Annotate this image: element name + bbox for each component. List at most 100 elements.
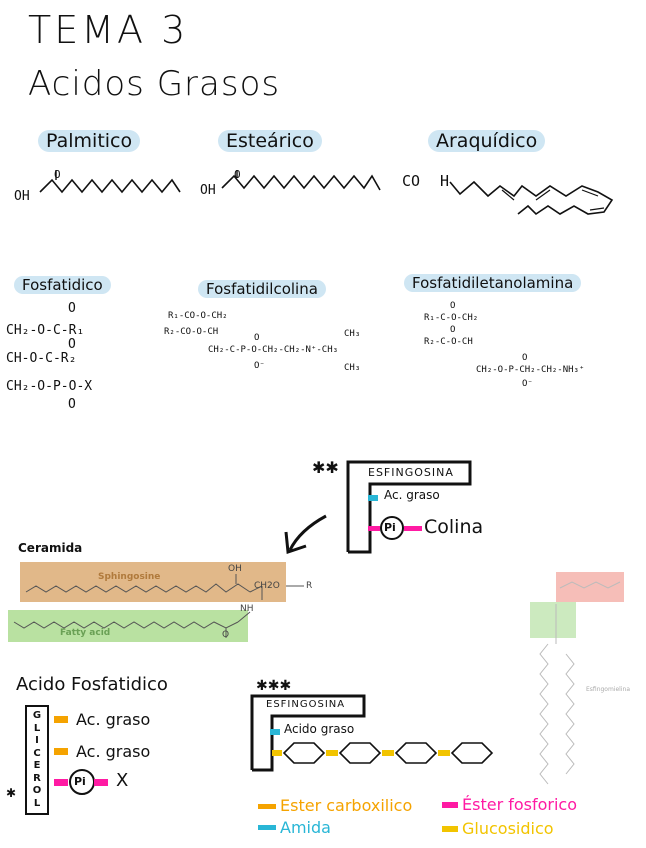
fosfatidilcolina-methyl-2: CH₃ — [344, 363, 361, 373]
fosfatidilcolina-line-2: R₂-CO-O-CH — [164, 327, 219, 337]
glicerol-letter: E — [33, 760, 41, 771]
amide-bond-mark — [368, 495, 378, 501]
af-pi: Pi — [74, 775, 86, 788]
esfingosina-frame — [346, 460, 472, 554]
fosfatidiletanolamina-o-minus: O⁻ — [522, 379, 533, 389]
fosfatidico-line-3: CH₂-O-P-O-X — [6, 379, 93, 394]
fosfatidico-title: Fosfatidico — [14, 276, 111, 294]
araquidico-co: CO — [402, 172, 421, 190]
glycosidic-mark-1 — [326, 750, 338, 756]
fosfatidilcolina-title: Fosfatidilcolina — [198, 280, 326, 298]
esfingomielina-label: Esfingomielina — [586, 686, 630, 693]
legend-swatch-amida — [258, 825, 276, 830]
glicerol-letter: L — [33, 797, 41, 809]
fosfatidilcolina-label: Fosfatidilcolina — [198, 280, 326, 298]
phosphoester-mark-4 — [94, 779, 108, 786]
sphingosine-region — [20, 562, 286, 602]
araquidico-label: Araquídico — [428, 130, 546, 152]
fosfatidilcolina-o-top: O — [254, 333, 260, 343]
ceramida-oh: OH — [228, 564, 242, 574]
sugar-ring-3 — [394, 742, 438, 764]
fosfatidiletanolamina-o-top: O — [522, 353, 528, 363]
fosfatidico-o-mid: O — [68, 337, 76, 352]
page-title: TEMA 3 — [28, 8, 189, 52]
fatty-acid-label: Fatty acid — [60, 628, 111, 638]
estearico-chain — [221, 174, 381, 191]
ceramida-title: Ceramida — [18, 541, 83, 555]
sugar-ring-4 — [450, 742, 494, 764]
sugar-chain — [282, 742, 494, 764]
sphingosine-label: Sphingosine — [98, 572, 161, 582]
fosfatidico-line-1: CH₂-O-C-R₁ — [6, 323, 85, 338]
fosfatidiletanolamina-line-2: R₂-C-O-CH — [424, 337, 473, 347]
glicerol-letter: O — [32, 785, 42, 796]
fosfatidiletanolamina-o-2: O — [450, 325, 456, 335]
ceramida-ch2o: CH2O — [254, 581, 280, 591]
glycosidic-mark-0 — [272, 750, 282, 756]
af-star: ✱ — [6, 786, 17, 800]
glucolipid-marks: ✱✱✱ — [256, 678, 292, 694]
fosfatidico-label: Fosfatidico — [14, 276, 111, 294]
fatty-acid-name-araquidico: Araquídico — [428, 130, 546, 152]
sugar-ring-2 — [338, 742, 382, 764]
palmitico-chain — [39, 178, 181, 194]
acido-fosfatidico-title: Acido Fosfatidico — [16, 674, 168, 695]
phosphoester-mark-2 — [404, 526, 422, 531]
fatty-acid-chain — [13, 621, 239, 629]
legend-glucosidico: Glucosidico — [462, 819, 554, 838]
af-x: X — [116, 770, 129, 791]
pi-circle-1 — [380, 516, 404, 540]
esfingosina-title: ESFINGOSINA — [368, 466, 454, 479]
page-subtitle: Acidos Grasos — [28, 64, 281, 104]
araquidico-h: H — [440, 172, 450, 190]
fosfatidico-o-bottom: O — [68, 397, 76, 412]
af-ac-graso-2: Ac. graso — [76, 742, 151, 761]
fosfatidiletanolamina-line-3: CH₂-O-P-CH₂-CH₂-NH₃⁺ — [476, 365, 585, 375]
amide-bond-mark-2 — [270, 729, 280, 735]
glicerol-letter: G — [32, 710, 42, 721]
estearico-label: Esteárico — [218, 130, 322, 152]
glicerol-letters: G L I C E R O L — [31, 710, 43, 810]
phosphoester-mark-3 — [54, 779, 68, 786]
fosfatidico-line-2: CH-O-C-R₂ — [6, 351, 77, 366]
fosfatidico-o-top: O — [68, 301, 76, 316]
fosfatidiletanolamina-title: Fosfatidiletanolamina — [404, 274, 582, 292]
glicerol-letter: C — [33, 747, 41, 759]
af-ac-graso-1: Ac. graso — [76, 710, 151, 729]
fosfatidiletanolamina-label: Fosfatidiletanolamina — [404, 274, 582, 292]
choline-region — [556, 572, 624, 602]
legend-ester-fosforico: Éster fosforico — [462, 795, 578, 814]
fatty-acid-name-palmitico: Palmitico — [38, 130, 141, 152]
glycosidic-mark-2 — [382, 750, 394, 756]
fosfatidilcolina-o-minus: O⁻ — [254, 361, 265, 371]
legend-ester-carboxilico: Ester carboxilico — [280, 796, 413, 815]
glicerol-letter: R — [33, 772, 41, 784]
araquidico-chain — [449, 180, 614, 216]
estearico-oh: OH — [200, 183, 216, 198]
glicerol-box — [25, 705, 49, 815]
esfingosina-pi: Pi — [384, 521, 396, 534]
ceramida-o: O — [222, 630, 230, 640]
glucolipid-acido-graso: Acido graso — [284, 722, 355, 736]
legend-swatch-ester-carboxilico — [258, 804, 276, 809]
fosfatidilcolina-line-3: CH₂-C-P-O-CH₂-CH₂-N⁺-CH₃ — [208, 345, 339, 355]
phosphoester-mark-1 — [368, 526, 380, 531]
glicerol-letter: L — [33, 722, 41, 734]
fosfatidiletanolamina-line-1: R₁-C-O-CH₂ — [424, 313, 479, 323]
esfingomielina-chain-1 — [539, 643, 549, 785]
fosfatidiletanolamina-o-1: O — [450, 301, 456, 311]
glycosidic-mark-3 — [438, 750, 450, 756]
glucolipid-frame — [250, 694, 366, 772]
ester-mark-2 — [54, 748, 68, 755]
ceramida-nh: NH — [240, 604, 254, 614]
glycerol-region — [530, 602, 576, 638]
palmitico-label: Palmitico — [38, 130, 141, 152]
legend-swatch-ester-fosforico — [442, 802, 458, 808]
glicerol-letter: I — [35, 735, 39, 746]
esfingosina-marks: ✱✱ — [312, 458, 339, 477]
sphingosine-chain — [25, 583, 251, 593]
esfingosina-ac-graso: Ac. graso — [384, 488, 440, 502]
ceramida-r: R — [306, 581, 313, 591]
fatty-acid-name-estearico: Esteárico — [218, 130, 322, 152]
